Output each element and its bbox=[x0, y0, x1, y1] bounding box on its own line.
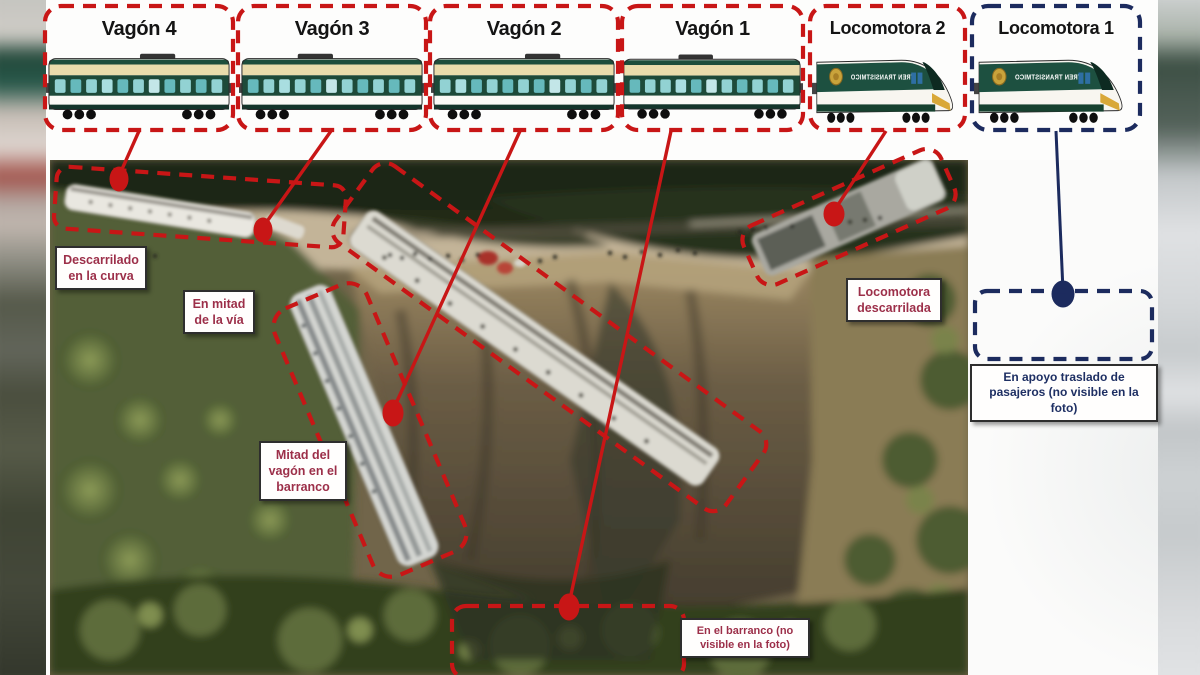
callout-label-locomotora-descarrilada: Locomotora descarrilada bbox=[846, 278, 942, 322]
coach-illustration-vagon2 bbox=[431, 50, 617, 128]
header-title-vagon1: Vagón 1 bbox=[675, 18, 750, 40]
callout-label-apoyo-pasajeros: En apoyo traslado de pasajeros (no visib… bbox=[970, 364, 1158, 423]
locomotive-branding-text: TREN TRANSISTMICO bbox=[1015, 74, 1082, 82]
blurred-right-pillarbox bbox=[1158, 0, 1200, 675]
locomotive-illustration-2: TREN TRANSISTMICO bbox=[812, 52, 964, 128]
header-title-locomotora2: Locomotora 2 bbox=[829, 18, 946, 38]
callout-label-vagon-barranco: Mitad del vagón en el barranco bbox=[259, 441, 347, 501]
coach-illustration-vagon3 bbox=[239, 50, 425, 128]
locomotive-illustration-1: TREN TRANSISTMICO bbox=[974, 52, 1134, 128]
callout-label-mitad-via: En mitad de la vía bbox=[183, 290, 255, 334]
aerial-derailment-photo bbox=[50, 160, 968, 675]
header-title-locomotora1: Locomotora 1 bbox=[998, 18, 1114, 38]
locomotive-branding-text: TREN TRANSISTMICO bbox=[851, 74, 914, 82]
header-title-vagon3: Vagón 3 bbox=[294, 18, 370, 40]
coach-illustration-vagon1 bbox=[621, 50, 803, 128]
header-title-vagon2: Vagón 2 bbox=[486, 18, 562, 40]
coach-illustration-vagon4 bbox=[46, 50, 232, 128]
callout-label-descarrilado-curva: Descarrilado en la curva bbox=[55, 246, 147, 290]
header-title-vagon4: Vagón 4 bbox=[101, 18, 177, 40]
blurred-left-pillarbox bbox=[0, 0, 46, 675]
callout-label-en-el-barranco: En el barranco (no visible en la foto) bbox=[680, 618, 810, 659]
